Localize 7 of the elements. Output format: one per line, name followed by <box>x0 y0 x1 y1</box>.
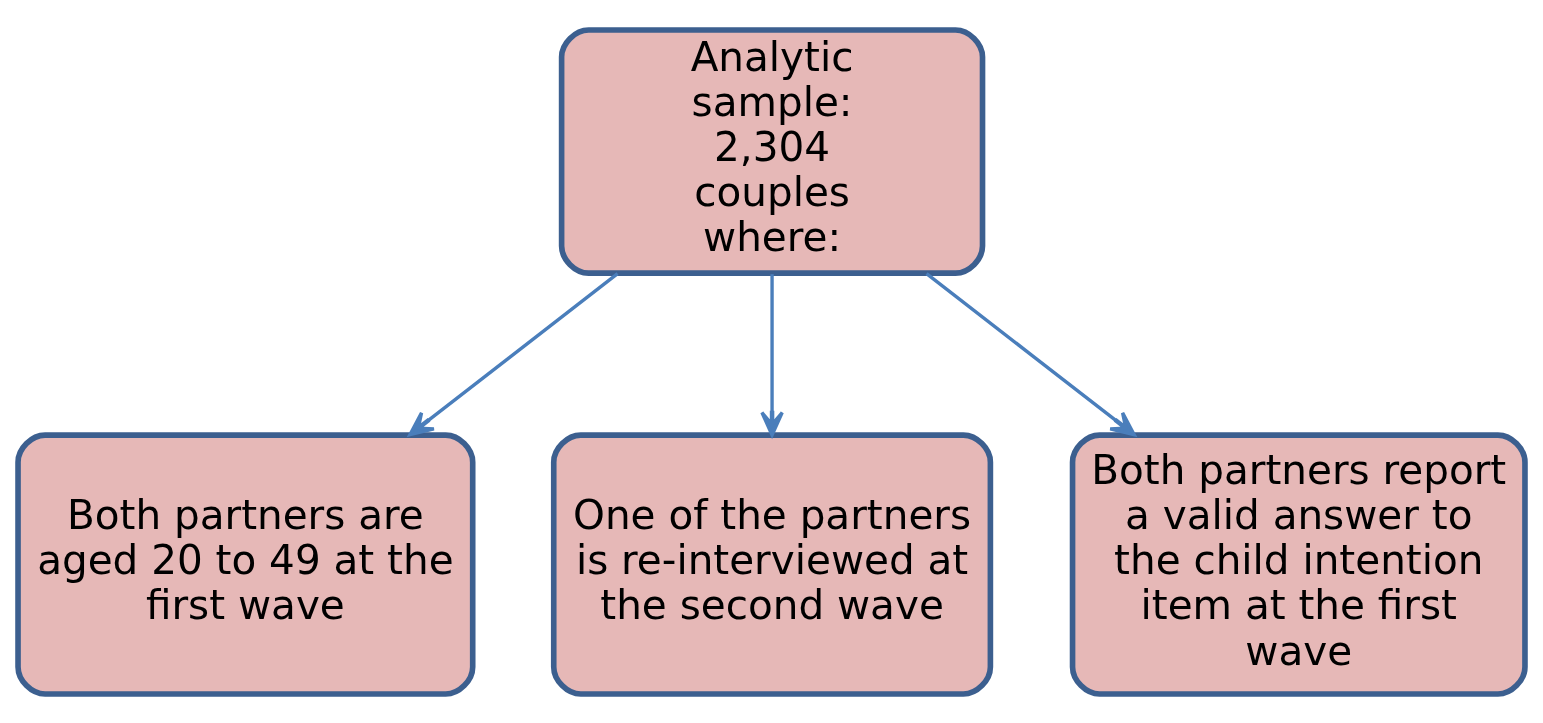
arrow <box>408 271 619 436</box>
node-box: Analytic sample: 2,304 couples where: <box>558 26 986 276</box>
node-box: Both partners are aged 20 to 49 at the first wave <box>15 431 476 697</box>
arrow <box>925 271 1136 436</box>
arrow <box>760 273 784 437</box>
node-box: Both partners report a valid answer to the child intention item at the first wave <box>1069 431 1528 697</box>
node-box: One of the partners is re-interviewed at the second wave <box>550 431 994 697</box>
